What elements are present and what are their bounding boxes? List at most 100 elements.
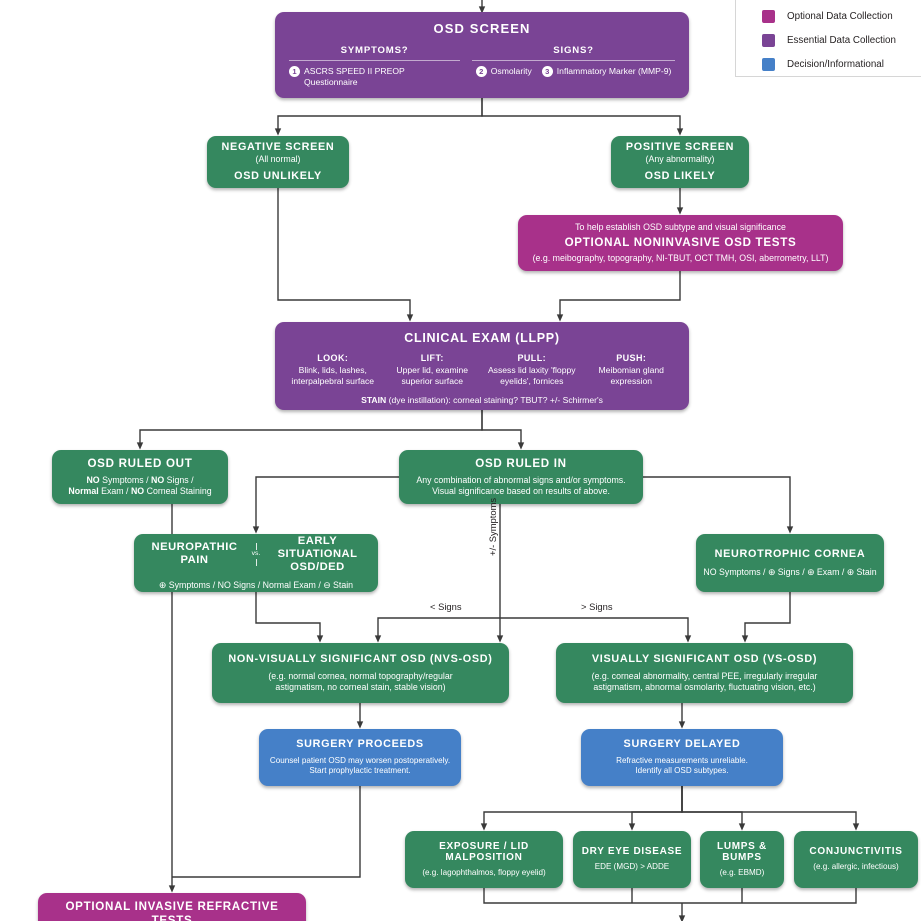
llpp-column-pull: PULL: Assess lid laxity 'floppy eyelids'…	[482, 353, 582, 387]
subtype-conjunctivitis-sub: (e.g. allergic, infectious)	[813, 862, 899, 872]
screen-item-2-label: Osmolarity	[490, 66, 532, 76]
node-osd-screen: OSD SCREEN SYMPTOMS? 1 ASCRS SPEED II PR…	[275, 12, 689, 98]
node-surgery-proceeds: SURGERY PROCEEDS Counsel patient OSD may…	[259, 729, 461, 786]
llpp-column-look: LOOK: Blink, lids, lashes, interpalpebra…	[283, 353, 383, 387]
nvs-osd-title: NON-VISUALLY SIGNIFICANT OSD (NVS-OSD)	[228, 652, 493, 665]
signs-heading: SIGNS?	[472, 45, 675, 61]
number-badge-2: 2	[475, 66, 487, 77]
ruled-out-normal: Normal	[68, 485, 99, 496]
llpp-column-lift: LIFT: Upper lid, examine superior surfac…	[383, 353, 483, 387]
legend-row-optional: Optional Data Collection	[762, 4, 921, 28]
positive-screen-sub: (Any abnormality)	[645, 153, 715, 164]
subtype-exposure-sub: (e.g. lagophthalmos, floppy eyelid)	[422, 868, 546, 878]
llpp-lift-head: LIFT:	[420, 352, 444, 363]
neuropathic-right-title: EARLY SITUATIONAL OSD/DED	[277, 534, 358, 573]
legend-swatch-decision	[762, 57, 775, 71]
versus-divider: vs.	[247, 542, 265, 566]
surgery-proceeds-sub2: Start prophylactic treatment.	[309, 766, 411, 776]
llpp-look-detail: Blink, lids, lashes, interpalpebral surf…	[291, 364, 375, 386]
node-subtype-conjunctivitis: CONJUNCTIVITIS (e.g. allergic, infectiou…	[794, 831, 918, 888]
llpp-push-head: PUSH:	[616, 352, 647, 363]
node-clinical-exam: CLINICAL EXAM (LLPP) LOOK: Blink, lids, …	[275, 322, 689, 410]
ruled-out-no-1: NO	[86, 474, 100, 485]
llpp-stain-rest: (dye instillation): corneal staining? TB…	[386, 394, 603, 405]
legend-row-essential: Essential Data Collection	[762, 28, 921, 52]
ruled-in-title: OSD RULED IN	[475, 456, 567, 470]
node-visually-significant-osd: VISUALLY SIGNIFICANT OSD (VS-OSD) (e.g. …	[556, 643, 853, 703]
node-surgery-delayed: SURGERY DELAYED Refractive measurements …	[581, 729, 783, 786]
vs-osd-sub1: (e.g. corneal abnormality, central PEE, …	[591, 670, 818, 681]
screen-item-3: 3 Inflammatory Marker (MMP-9)	[541, 66, 672, 77]
llpp-column-push: PUSH: Meibomian gland expression	[582, 353, 682, 387]
node-subtype-exposure-lid-malposition: EXPOSURE / LID MALPOSITION (e.g. lagopht…	[405, 831, 563, 888]
ruled-out-no-2: NO	[150, 474, 165, 485]
surgery-proceeds-sub1: Counsel patient OSD may worsen postopera…	[269, 756, 451, 765]
node-optional-invasive-refractive-tests: OPTIONAL INVASIVE REFRACTIVE TESTS (e.g.…	[38, 893, 306, 921]
subtype-lumps-sub: (e.g. EBMD)	[719, 868, 765, 878]
surgery-delayed-sub1: Refractive measurements unreliable.	[616, 756, 748, 765]
neuropathic-left-title: NEUROPATHIC PAIN	[151, 541, 238, 567]
screen-item-3-label: Inflammatory Marker (MMP-9)	[556, 66, 672, 76]
clinical-exam-title: CLINICAL EXAM (LLPP)	[404, 331, 560, 345]
node-subtype-dry-eye-disease: DRY EYE DISEASE EDE (MGD) > ADDE	[573, 831, 691, 888]
neurotrophic-criteria: NO Symptoms / ⊕ Signs / ⊕ Exam / ⊕ Stain	[703, 566, 877, 577]
node-osd-ruled-in: OSD RULED IN Any combination of abnormal…	[399, 450, 643, 504]
optional-noninvasive-lead: To help establish OSD subtype and visual…	[575, 221, 786, 232]
ruled-out-line2: Normal Exam / NO Corneal Staining	[68, 486, 211, 497]
subtype-dry-eye-title: DRY EYE DISEASE	[581, 846, 683, 858]
ruled-in-sub1: Any combination of abnormal signs and/or…	[416, 474, 626, 485]
osd-screen-signs-column: SIGNS? 2 Osmolarity 3 Inflammatory Marke…	[466, 45, 681, 87]
legend-label-decision: Decision/Informational	[787, 58, 884, 70]
ruled-out-title: OSD RULED OUT	[87, 456, 193, 470]
legend-swatch-optional	[762, 9, 775, 23]
node-negative-screen: NEGATIVE SCREEN (All normal) OSD UNLIKEL…	[207, 136, 349, 188]
versus-bar-bottom	[255, 558, 257, 566]
node-neurotrophic-cornea: NEUROTROPHIC CORNEA NO Symptoms / ⊕ Sign…	[696, 534, 884, 592]
osd-screen-title: OSD SCREEN	[433, 21, 531, 36]
node-optional-noninvasive-tests: To help establish OSD subtype and visual…	[518, 215, 843, 271]
osd-screen-symptoms-column: SYMPTOMS? 1 ASCRS SPEED II PREOP Questio…	[283, 45, 466, 87]
edge-label-plus-minus-symptoms: +/- Symptoms	[487, 497, 498, 556]
nvs-osd-sub2: astigmatism, no corneal stain, stable vi…	[275, 681, 446, 692]
versus-bar-top	[255, 542, 257, 550]
edge-label-more-signs: > Signs	[581, 601, 613, 612]
number-badge-3: 3	[541, 66, 553, 77]
llpp-lift-detail: Upper lid, examine superior surface	[396, 364, 469, 386]
screen-item-2: 2 Osmolarity	[475, 66, 532, 77]
node-osd-ruled-out: OSD RULED OUT NO Symptoms / NO Signs / N…	[52, 450, 228, 504]
llpp-stain-line: STAIN (dye instillation): corneal staini…	[361, 395, 603, 405]
optional-noninvasive-sub: (e.g. meibography, topography, NI-TBUT, …	[532, 252, 829, 263]
screen-item-1: 1 ASCRS SPEED II PREOP Questionnaire	[289, 66, 460, 87]
node-subtype-lumps-and-bumps: LUMPS & BUMPS (e.g. EBMD)	[700, 831, 784, 888]
positive-screen-result: OSD LIKELY	[644, 170, 716, 183]
edge-label-less-signs: < Signs	[430, 601, 462, 612]
ruled-out-text-3: Exam /	[98, 485, 131, 496]
subtype-conjunctivitis-title: CONJUNCTIVITIS	[809, 846, 903, 858]
versus-label: vs.	[251, 549, 261, 557]
positive-screen-title: POSITIVE SCREEN	[625, 141, 735, 154]
subtype-dry-eye-sub: EDE (MGD) > ADDE	[594, 862, 670, 872]
negative-screen-title: NEGATIVE SCREEN	[221, 141, 335, 154]
negative-screen-sub: (All normal)	[255, 153, 301, 164]
legend: Optional Data Collection Essential Data …	[735, 0, 921, 77]
llpp-look-head: LOOK:	[317, 352, 349, 363]
legend-row-decision: Decision/Informational	[762, 52, 921, 76]
node-neuropathic-pain-vs-early-situational: NEUROPATHIC PAIN vs. EARLY SITUATIONAL O…	[134, 534, 378, 592]
subtype-exposure-title: EXPOSURE / LID MALPOSITION	[439, 840, 529, 864]
surgery-proceeds-title: SURGERY PROCEEDS	[296, 738, 424, 751]
negative-screen-result: OSD UNLIKELY	[234, 170, 322, 183]
legend-label-optional: Optional Data Collection	[787, 10, 893, 22]
ruled-out-line1: NO Symptoms / NO Signs /	[86, 475, 193, 486]
neuropathic-criteria: ⊕ Symptoms / NO Signs / Normal Exam / ⊖ …	[158, 580, 354, 591]
ruled-out-text-4: Corneal Staining	[144, 485, 212, 496]
ruled-out-text-1: Symptoms /	[99, 474, 151, 485]
neurotrophic-title: NEUROTROPHIC CORNEA	[714, 548, 866, 560]
llpp-pull-head: PULL:	[517, 352, 546, 363]
llpp-pull-detail: Assess lid laxity 'floppy eyelids', forn…	[487, 364, 576, 386]
surgery-delayed-sub2: Identify all OSD subtypes.	[635, 766, 729, 776]
number-badge-1: 1	[289, 66, 300, 77]
optional-noninvasive-title: OPTIONAL NONINVASIVE OSD TESTS	[564, 236, 797, 250]
ruled-out-no-3: NO	[130, 485, 145, 496]
node-non-visually-significant-osd: NON-VISUALLY SIGNIFICANT OSD (NVS-OSD) (…	[212, 643, 509, 703]
